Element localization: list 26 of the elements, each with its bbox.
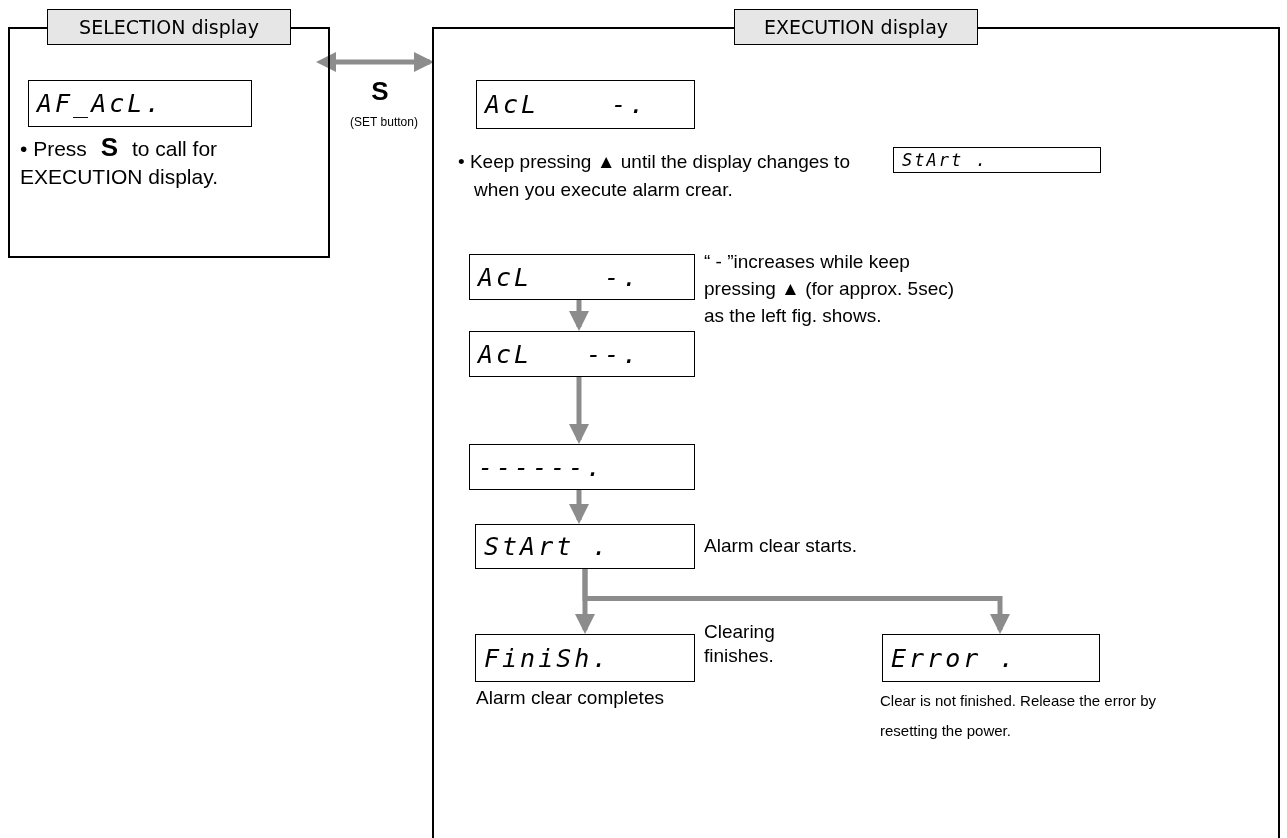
note-text: • Keep pressing ▲ until the display changes to	[458, 150, 851, 174]
note-text: Clearing finishes.	[704, 620, 776, 668]
note-text: (SET button)	[349, 114, 419, 131]
lcd-display: StArt .	[475, 524, 695, 569]
lcd-display: AcL --.	[469, 331, 695, 377]
lcd-display: ------.	[469, 444, 695, 490]
flow-arrow	[316, 52, 434, 72]
panel-title: EXECUTION display	[734, 9, 978, 45]
flow-arrow	[569, 488, 589, 524]
lcd-display: AcL -.	[469, 254, 695, 300]
note-text: Alarm clear completes	[476, 686, 665, 710]
flow-arrow	[582, 567, 1010, 634]
note-text: “ - ”increases while keep pressing ▲ (for approx. 5sec) as the left fig. shows.	[704, 250, 956, 328]
edge-label: S	[370, 75, 390, 108]
note-text: when you execute alarm crear.	[474, 178, 734, 202]
lcd-display: AF_AcL.	[28, 80, 252, 127]
note-text: Alarm clear starts.	[704, 534, 859, 558]
panel-title: SELECTION display	[47, 9, 291, 45]
lcd-display: FiniSh.	[475, 634, 695, 682]
flow-arrow	[569, 375, 589, 444]
lcd-display: StArt .	[893, 147, 1101, 173]
note-text: Clear is not finished. Release the error by resetting the power.	[880, 691, 1157, 741]
instruction-text: • Press S to call for EXECUTION display.	[20, 133, 219, 190]
lcd-display: Error .	[882, 634, 1100, 682]
flow-arrow	[569, 298, 589, 331]
lcd-display: AcL -.	[476, 80, 695, 129]
